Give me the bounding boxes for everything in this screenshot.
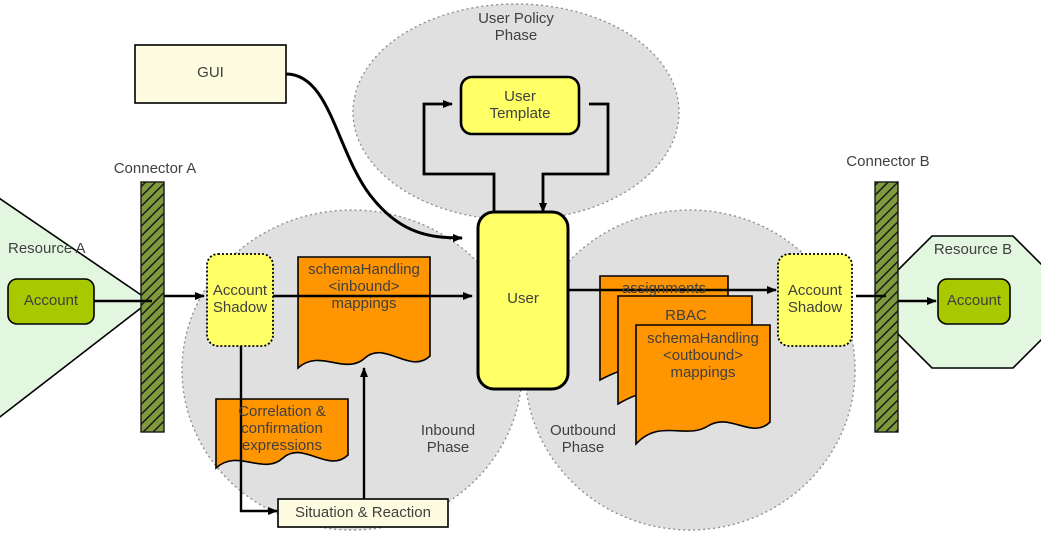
connector-a-bar (140, 181, 165, 433)
schema-handling-outbound-doc (635, 324, 771, 447)
correlation-confirmation-doc (215, 398, 349, 470)
situation-reaction-box[interactable] (277, 498, 449, 528)
user-box[interactable] (476, 210, 570, 391)
arrow-gui-to-user (285, 72, 463, 242)
arrow-shadow-to-situation (239, 346, 278, 515)
connector-b-bar (874, 181, 899, 433)
arrow-user-to-template (422, 100, 496, 220)
user-template-box[interactable] (459, 75, 581, 136)
account-a-box (7, 278, 95, 325)
schema-handling-inbound-doc (297, 256, 431, 370)
account-shadow-inbound-box[interactable] (206, 253, 274, 347)
account-shadow-outbound-box[interactable] (777, 253, 853, 347)
account-b-box (937, 278, 1011, 325)
arrow-template-to-user (539, 102, 610, 213)
gui-box[interactable] (134, 44, 287, 104)
